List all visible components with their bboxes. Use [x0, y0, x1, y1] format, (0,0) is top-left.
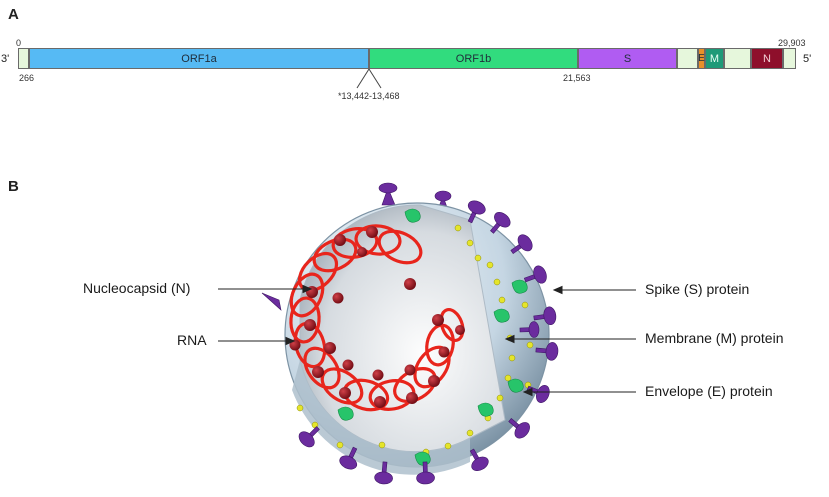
genome-segment-m: M	[705, 48, 724, 69]
five-prime-end-label: 5'	[803, 53, 812, 65]
membrane-protein-dots	[296, 224, 534, 456]
three-prime-end-label: 3'	[1, 53, 10, 65]
genome-segment-orf1a: ORF1a	[29, 48, 369, 69]
genome-segment-s: S	[578, 48, 677, 69]
genome-utr-right	[783, 48, 796, 69]
viral-envelope-shell	[284, 202, 550, 475]
callout-arrows	[218, 284, 636, 397]
position-266-label: 266	[19, 73, 35, 83]
frameshift-position-label: *13,442-13,468	[338, 91, 400, 101]
genome-segment-n: N	[751, 48, 783, 69]
genome-segment-orf1b: ORF1b	[369, 48, 578, 69]
spike-protein-group-back	[261, 182, 452, 311]
genome-utr-left	[18, 48, 29, 69]
callout-nucleocapsid: Nucleocapsid (N)	[83, 280, 191, 296]
genome-segment-e: E	[698, 48, 705, 69]
callout-envelope: Envelope (E) protein	[645, 383, 773, 399]
callout-spike: Spike (S) protein	[645, 281, 750, 297]
position-start-label: 0	[16, 38, 22, 48]
nucleocapsid-beads	[289, 226, 465, 408]
genome-spacer-1	[677, 48, 698, 69]
callout-rna: RNA	[177, 332, 207, 348]
callout-membrane: Membrane (M) protein	[645, 330, 784, 346]
position-end-label: 29,903	[778, 38, 806, 48]
panel-b-label: B	[8, 178, 19, 195]
spike-protein-group	[298, 200, 559, 485]
panel-a-label: A	[8, 6, 19, 23]
genome-spacer-2	[724, 48, 751, 69]
position-21563-label: 21,563	[563, 73, 591, 83]
